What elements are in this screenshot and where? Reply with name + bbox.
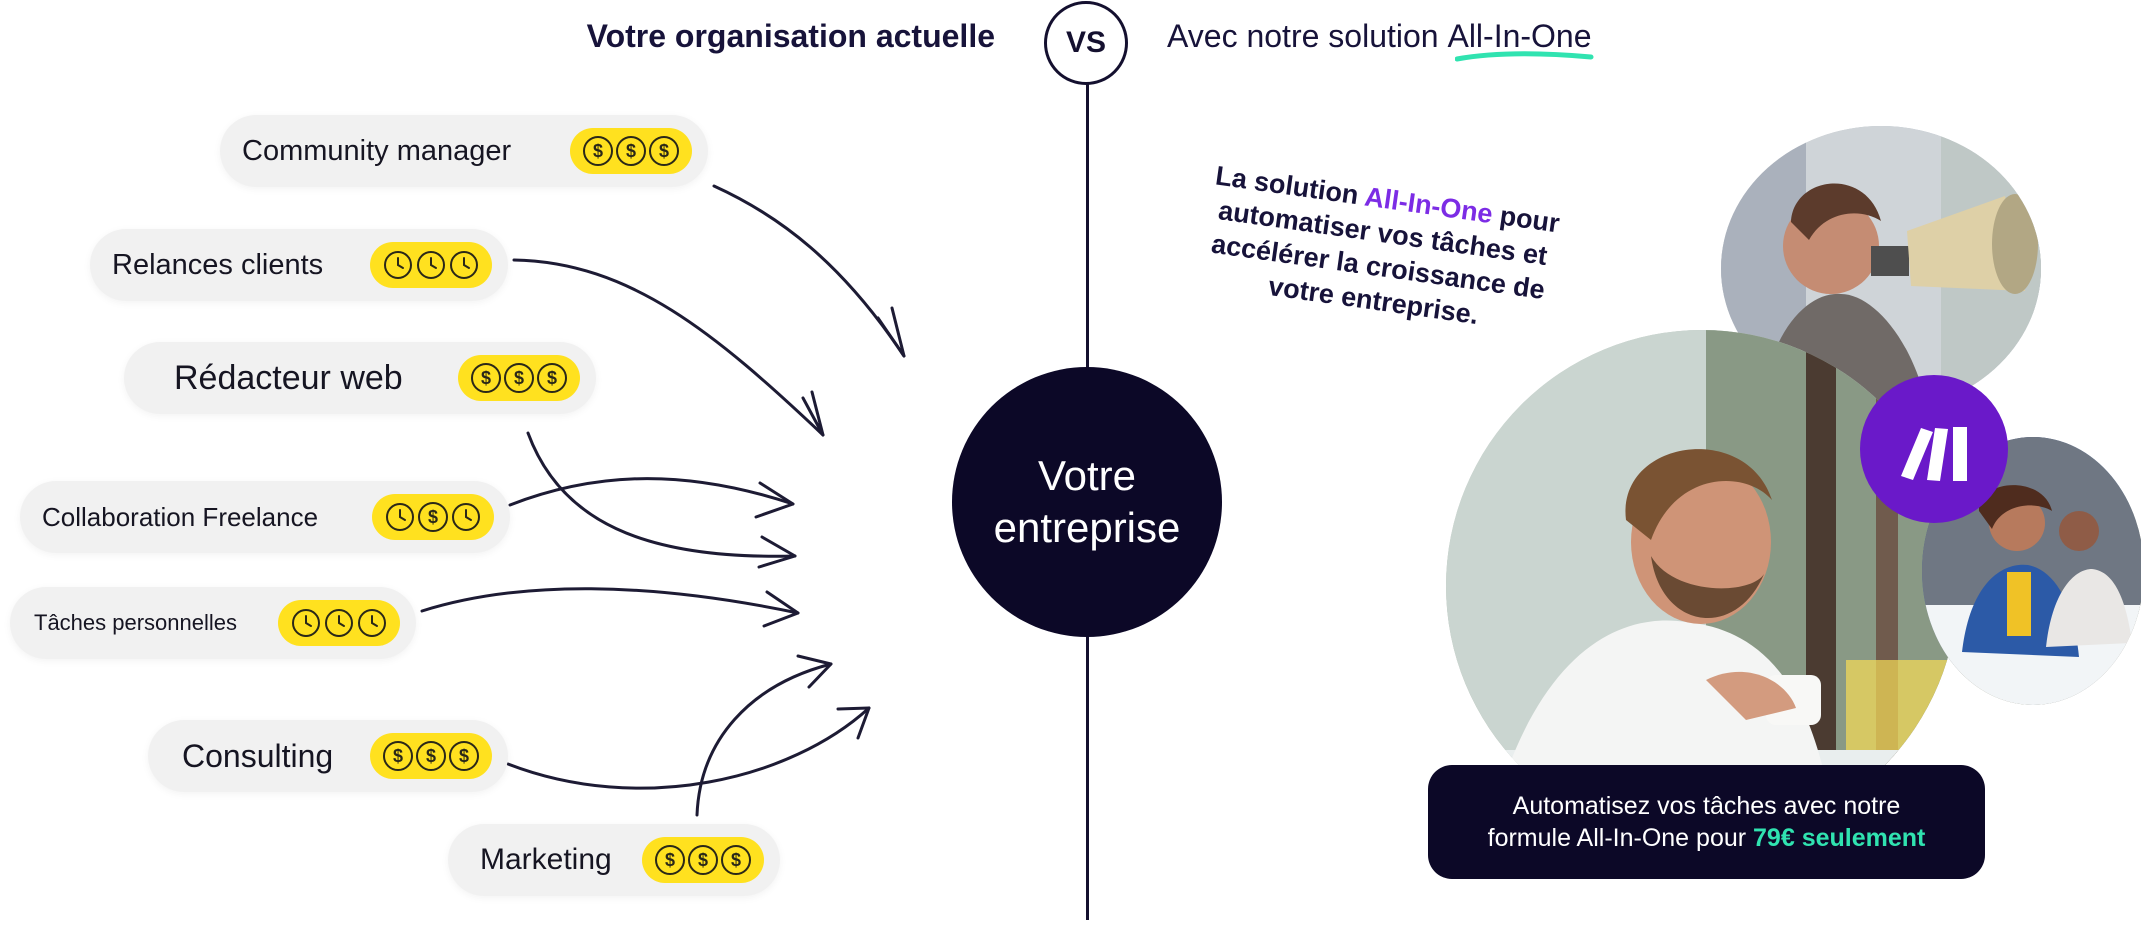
dollar-icon: $ bbox=[649, 136, 679, 166]
underline-stroke-icon bbox=[1455, 51, 1594, 62]
cost-badge: $ $ $ bbox=[642, 837, 764, 883]
price-amount: 79€ seulement bbox=[1753, 824, 1926, 852]
arrow-marketing bbox=[695, 662, 833, 817]
arrow-collaboration-freelance bbox=[508, 477, 795, 507]
make-logo-badge bbox=[1860, 375, 2008, 523]
dollar-icon: $ bbox=[655, 845, 685, 875]
cost-badge: $ $ $ bbox=[370, 733, 492, 779]
time-badge bbox=[370, 242, 492, 288]
price-callout: Automatisez vos tâches avec notre formul… bbox=[1428, 765, 1985, 879]
women-office-photo bbox=[1922, 437, 2141, 705]
pill-label: Rédacteur web bbox=[174, 358, 403, 397]
arrowhead-relances-clients bbox=[801, 390, 825, 437]
clock-icon bbox=[417, 251, 445, 279]
cost-badge: $ $ $ bbox=[458, 355, 580, 401]
arrowhead-community-manager bbox=[876, 306, 906, 358]
center-line-1: Votre bbox=[1037, 452, 1137, 499]
dollar-icon: $ bbox=[721, 845, 751, 875]
arrow-community-manager bbox=[712, 184, 906, 358]
dollar-icon: $ bbox=[449, 741, 479, 771]
arrow-taches-personnelles bbox=[420, 587, 800, 615]
dollar-icon: $ bbox=[504, 363, 534, 393]
header-right-title: Avec notre solution All-In-One bbox=[1167, 18, 1594, 62]
dollar-icon: $ bbox=[583, 136, 613, 166]
women-working-icon bbox=[1922, 437, 2141, 705]
clock-icon bbox=[358, 609, 386, 637]
vs-badge: VS bbox=[1044, 1, 1128, 85]
pill-relances-clients: Relances clients bbox=[90, 229, 508, 301]
dollar-icon: $ bbox=[616, 136, 646, 166]
clock-icon bbox=[292, 609, 320, 637]
pill-label: Community manager bbox=[242, 134, 512, 167]
pill-label: Marketing bbox=[480, 843, 612, 876]
arrow-consulting bbox=[506, 706, 871, 790]
dollar-icon: $ bbox=[383, 741, 413, 771]
pill-taches-personnelles: Tâches personnelles bbox=[10, 587, 416, 659]
cost-badge: $ $ $ bbox=[570, 128, 692, 174]
pill-community-manager: Community manager $ $ $ bbox=[220, 115, 708, 187]
pill-label: Consulting bbox=[182, 737, 334, 774]
votre-entreprise-circle: Votre entreprise bbox=[952, 367, 1222, 637]
header-right-prefix: Avec notre solution bbox=[1167, 18, 1448, 54]
pill-label: Collaboration Freelance bbox=[42, 501, 319, 532]
arrow-redacteur-web bbox=[526, 431, 797, 558]
make-logo-icon bbox=[1901, 427, 1967, 481]
header-left-title: Votre organisation actuelle bbox=[586, 18, 995, 54]
dollar-icon: $ bbox=[471, 363, 501, 393]
clock-icon bbox=[384, 251, 412, 279]
arrowhead-consulting bbox=[836, 706, 871, 740]
center-line-2: entreprise bbox=[993, 504, 1181, 551]
arrowhead-marketing bbox=[796, 654, 833, 689]
clock-icon bbox=[325, 609, 353, 637]
dollar-icon: $ bbox=[537, 363, 567, 393]
price-prefix: formule All-In-One pour bbox=[1487, 824, 1754, 852]
pill-collaboration-freelance: Collaboration Freelance $ bbox=[20, 481, 510, 553]
header-right-highlight-text: All-In-One bbox=[1447, 18, 1592, 54]
pill-label: Tâches personnelles bbox=[34, 610, 238, 635]
dollar-icon: $ bbox=[416, 741, 446, 771]
vs-label: VS bbox=[1065, 26, 1107, 59]
mixed-badge: $ bbox=[372, 494, 494, 540]
pill-label: Relances clients bbox=[112, 248, 324, 281]
dollar-icon: $ bbox=[418, 502, 448, 532]
arrowhead-taches-personnelles bbox=[762, 590, 800, 628]
arrowhead-collaboration-freelance bbox=[754, 481, 795, 519]
price-line-1: Automatisez vos tâches avec notre bbox=[1512, 792, 1901, 820]
arrow-relances-clients bbox=[512, 258, 825, 437]
clock-icon bbox=[386, 503, 414, 531]
pill-redacteur-web: Rédacteur web $ $ $ bbox=[124, 342, 596, 414]
dollar-icon: $ bbox=[688, 845, 718, 875]
clock-icon bbox=[450, 251, 478, 279]
price-line-2: formule All-In-One pour 79€ seulement bbox=[1488, 822, 1926, 854]
arrowhead-redacteur-web bbox=[757, 535, 797, 569]
pill-marketing: Marketing $ $ $ bbox=[448, 824, 780, 896]
header-right-highlight: All-In-One bbox=[1447, 18, 1594, 62]
time-badge bbox=[278, 600, 400, 646]
pill-consulting: Consulting $ $ $ bbox=[148, 720, 508, 792]
clock-icon bbox=[452, 503, 480, 531]
